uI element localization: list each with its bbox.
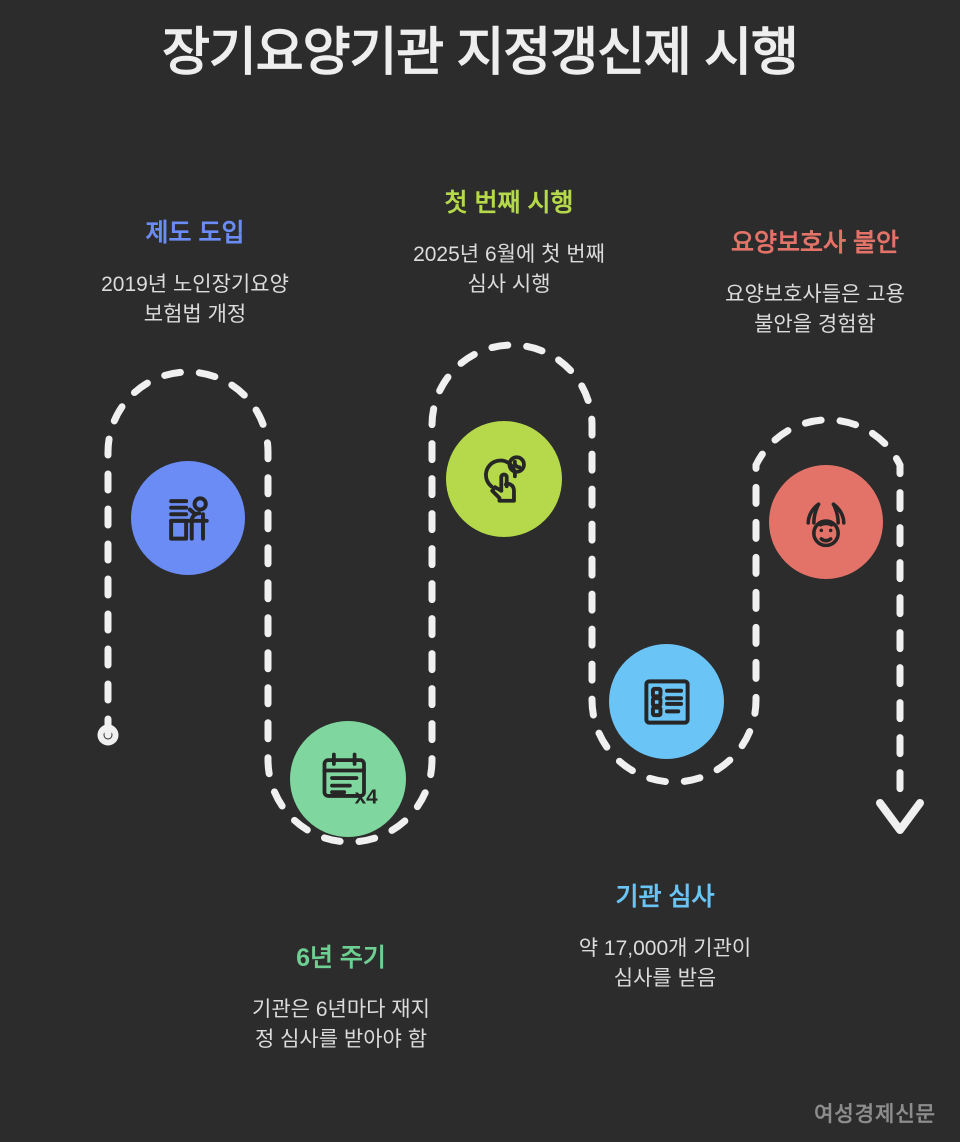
person-at-desk-icon <box>169 496 209 541</box>
step-5-heading: 요양보호사 불안 <box>731 229 899 257</box>
node-circle-step-3[interactable] <box>446 421 562 537</box>
step-2-body-line-2: 정 심사를 받아야 함 <box>254 1028 428 1052</box>
anxious-person-icon <box>806 502 846 548</box>
path-line <box>104 341 904 846</box>
node-circle-step-4[interactable] <box>609 644 724 759</box>
publisher-watermark: 여성경제신문 <box>814 1103 936 1126</box>
text-block-step-1: 제도 도입 2019년 노인장기요양 보험법 개정 <box>40 218 350 331</box>
path-end-arrow <box>876 799 924 834</box>
step-3-body-line-1: 2025년 6월에 첫 번째 <box>413 243 605 266</box>
step-3-body-line-2: 심사 시행 <box>467 273 551 297</box>
node-circle-step-5[interactable] <box>769 465 883 579</box>
text-block-step-4: 기관 심사 약 17,000개 기관이 심사를 받음 <box>512 882 818 995</box>
checklist-document-icon <box>643 678 690 725</box>
step-5-body: 요양보호사들은 고용 불안을 경험함 <box>672 280 958 341</box>
step-5-body-line-2: 불안을 경험함 <box>754 313 876 337</box>
step-3-heading: 첫 번째 시행 <box>444 189 574 217</box>
node-circle-step-2[interactable]: x4 <box>290 721 406 837</box>
step-1-body: 2019년 노인장기요양 보험법 개정 <box>40 270 350 331</box>
step-3-body: 2025년 6월에 첫 번째 심사 시행 <box>354 240 664 301</box>
calendar-x4-icon: x4 <box>322 752 379 808</box>
step-2-body: 기관은 6년마다 재지 정 심사를 받아야 함 <box>188 995 494 1056</box>
step-4-heading: 기관 심사 <box>615 883 715 911</box>
step-4-body: 약 17,000개 기관이 심사를 받음 <box>512 934 818 995</box>
step-1-body-line-1: 2019년 노인장기요양 <box>101 273 289 296</box>
step-5-body-line-1: 요양보호사들은 고용 <box>725 283 905 306</box>
step-1-heading: 제도 도입 <box>145 219 245 247</box>
node-circle-step-1[interactable] <box>131 461 245 575</box>
step-2-body-line-1: 기관은 6년마다 재지 <box>252 998 430 1021</box>
text-block-step-2: 6년 주기 기관은 6년마다 재지 정 심사를 받아야 함 <box>188 943 494 1056</box>
text-block-step-3: 첫 번째 시행 2025년 6월에 첫 번째 심사 시행 <box>354 188 664 301</box>
text-block-step-5: 요양보호사 불안 요양보호사들은 고용 불안을 경험함 <box>672 228 958 341</box>
step-4-body-line-1: 약 17,000개 기관이 <box>578 937 752 960</box>
path-start-marker <box>97 724 119 746</box>
step-1-body-line-2: 보험법 개정 <box>143 303 247 327</box>
calendar-multiplier-label: x4 <box>355 785 379 808</box>
page-title: 장기요양기관 지정갱신제 시행 <box>162 24 799 82</box>
step-4-body-line-2: 심사를 받음 <box>613 967 717 991</box>
hand-touch-person-icon <box>484 455 526 503</box>
step-2-heading: 6년 주기 <box>296 944 386 972</box>
